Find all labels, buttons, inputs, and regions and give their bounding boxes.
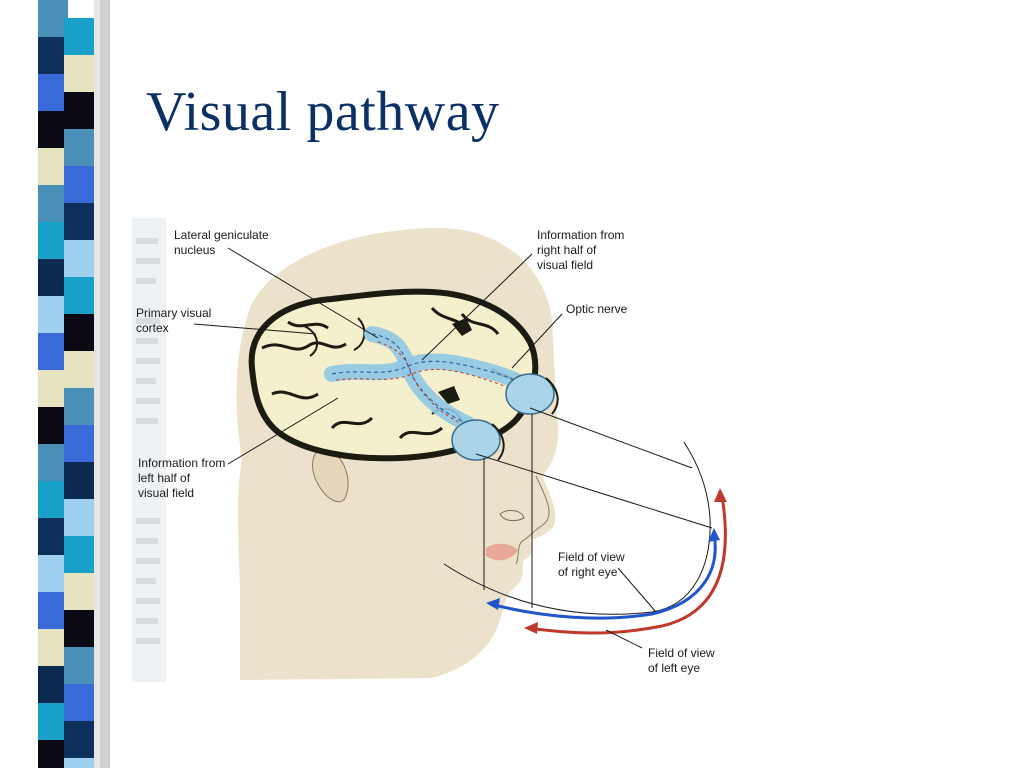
scan-edge [132,218,166,682]
field-of-view-arc [443,441,711,615]
label-field-of-view-right-eye: Field of view of right eye [558,550,625,579]
left-eye [451,419,505,461]
nostril [499,510,525,522]
label-field-of-view-left-eye: Field of view of left eye [648,646,715,675]
label-info-right-half-visual-field: Information from right half of visual fi… [537,228,625,272]
lips [486,543,518,561]
right-eye [505,373,559,415]
left-eye-field-arrowhead-bottom [524,622,538,634]
left-eye-field-arrow [527,495,727,635]
slide-title: Visual pathway [146,81,500,143]
label-optic-nerve: Optic nerve [566,302,628,316]
ear [312,448,349,503]
label-primary-visual-cortex: Primary visual cortex [136,306,212,335]
right-eye-field-arrowhead-top [708,528,720,542]
sight-lines [475,407,713,608]
right-eye-field-arrowhead-bottom [486,598,500,610]
faint-scan-text [136,238,160,644]
right-eye-field-arrow [489,533,717,620]
label-lateral-geniculate-nucleus: Lateral geniculate nucleus [174,228,269,257]
illustration-canvas [132,218,727,682]
callout-lines [193,247,657,649]
label-info-left-half-visual-field: Information from left half of visual fie… [138,456,226,500]
decorative-stripe-bar [38,0,110,768]
left-eye-field-arrowhead-top [714,488,727,502]
visual-pathway-illustration: Lateral geniculate nucleus Primary visua… [132,218,752,688]
